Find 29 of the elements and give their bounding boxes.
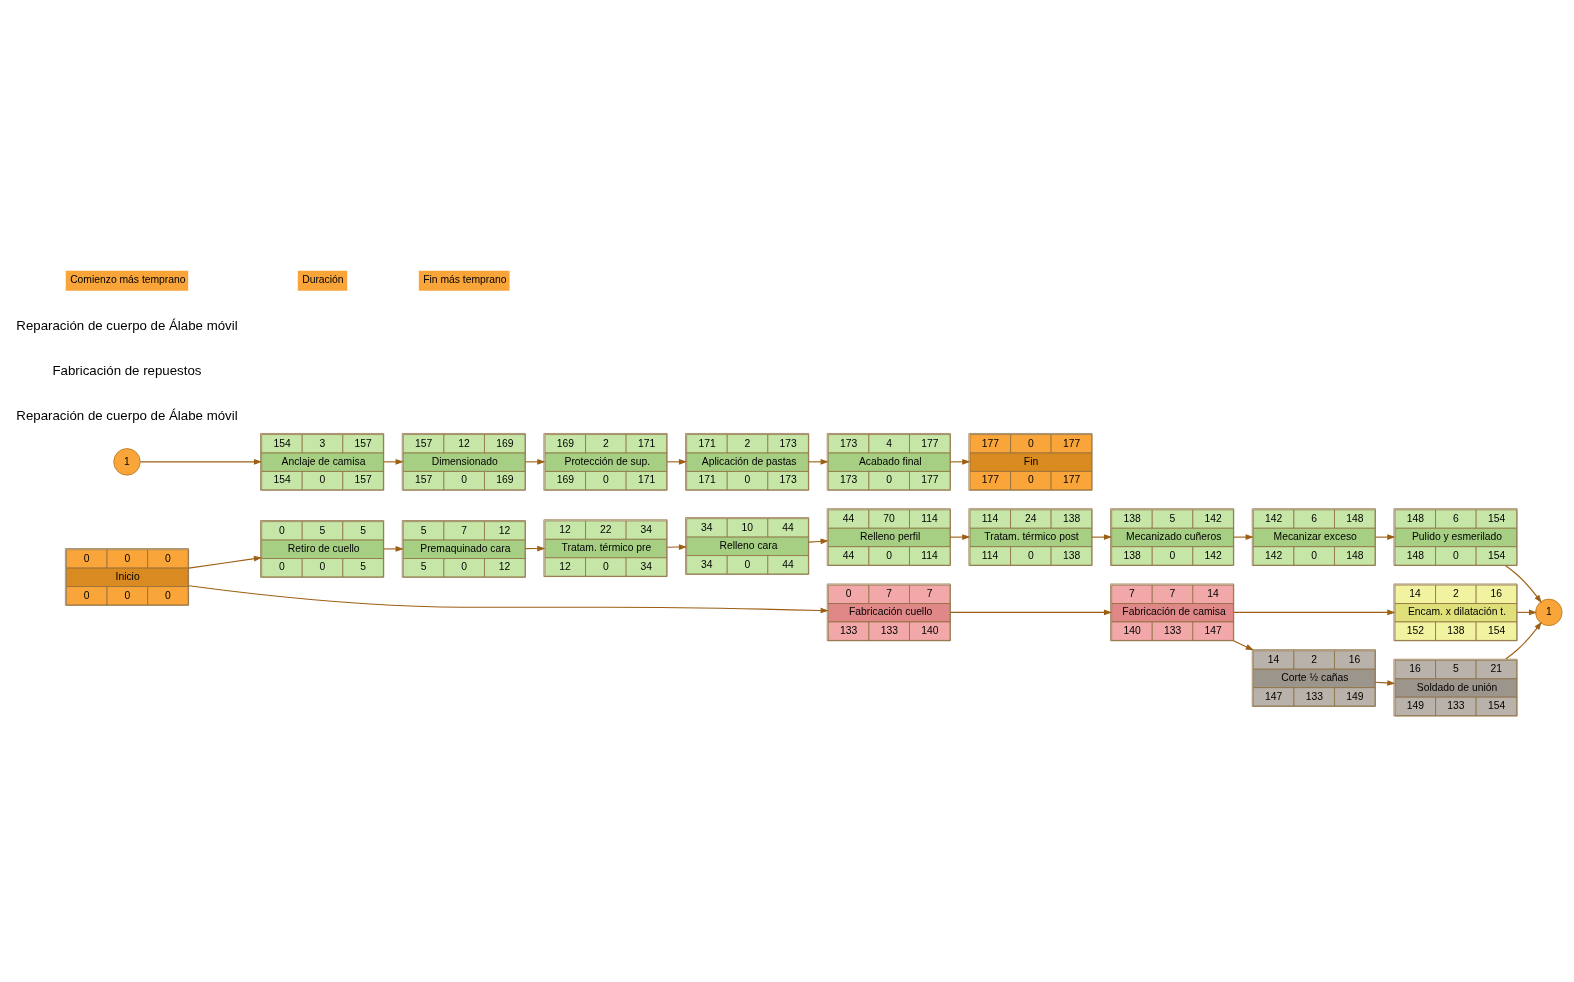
arrow	[666, 459, 688, 465]
arrow	[1505, 621, 1542, 660]
node-circle: 1	[1535, 598, 1563, 627]
label: Reparación de cuerpo de Álabe móvil	[16, 318, 238, 334]
arrow	[383, 546, 404, 552]
arrow	[666, 544, 688, 550]
arrow	[949, 534, 971, 540]
arrow	[188, 555, 263, 569]
label: Duración	[302, 274, 344, 286]
arrow	[950, 609, 1113, 616]
label: Fabricación de repuestos	[52, 363, 202, 379]
arrow	[1233, 609, 1396, 616]
arrow	[1091, 534, 1113, 540]
arrow	[188, 585, 829, 614]
arrow	[139, 459, 263, 465]
arrow	[1374, 534, 1396, 540]
arrow	[1233, 534, 1254, 540]
arrow	[1374, 680, 1396, 686]
arrow	[524, 459, 546, 465]
label: Comienzo más temprano	[70, 274, 186, 286]
label: Reparación de cuerpo de Álabe móvil	[16, 408, 238, 424]
node-circle: 1	[113, 448, 141, 476]
arrow	[808, 459, 829, 465]
label: Fin más temprano	[423, 274, 507, 286]
arrow	[1505, 565, 1542, 603]
arrow	[808, 538, 829, 545]
arrow	[949, 459, 971, 465]
arrow	[1233, 640, 1254, 651]
arrow	[383, 459, 404, 465]
